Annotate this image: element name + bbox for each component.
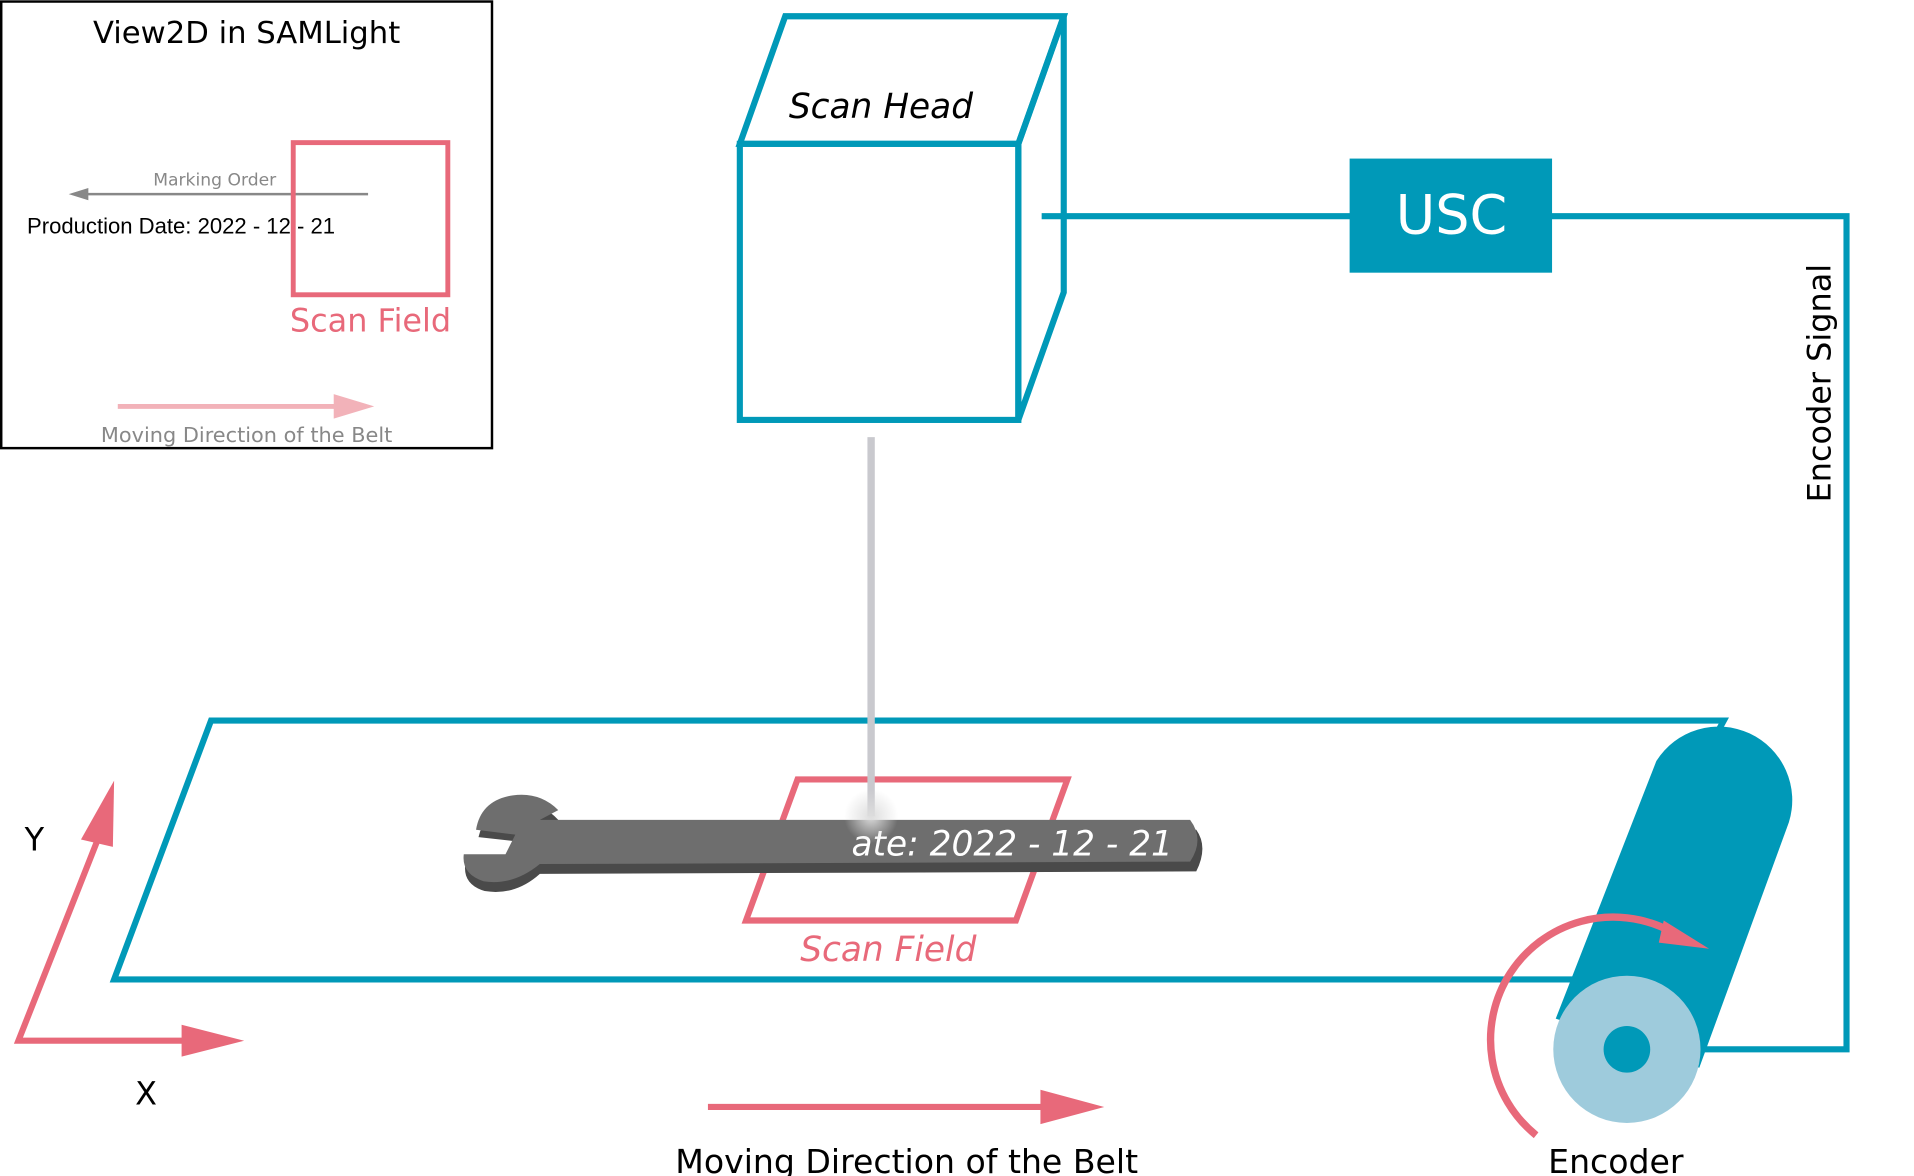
coordinate-axes: Y X xyxy=(13,780,245,1113)
wrench-workpiece: ate: 2022 - 12 - 21 xyxy=(463,794,1203,892)
encoder-hub xyxy=(1603,1026,1651,1073)
workpiece-marking-text: ate: 2022 - 12 - 21 xyxy=(852,824,1173,864)
usc-box: USC xyxy=(1349,158,1553,273)
laser-spot xyxy=(844,789,899,844)
x-axis-label: X xyxy=(135,1075,157,1113)
belt-direction-label: Moving Direction of the Belt xyxy=(675,1142,1138,1176)
encoder-signal-label: Encoder Signal xyxy=(1801,264,1839,502)
inset-direction-arrowhead xyxy=(333,394,375,419)
inset-scan-field-label: Scan Field xyxy=(290,302,451,340)
rotation-arrowhead xyxy=(1658,920,1710,949)
inset-title: View2D in SAMLight xyxy=(93,16,400,51)
scan-head-label: Scan Head xyxy=(789,87,973,127)
encoder-label: Encoder xyxy=(1548,1142,1684,1176)
inset-production-text: Production Date: 2022 - 12 - 21 xyxy=(27,213,335,238)
belt-direction-arrowhead xyxy=(1040,1089,1105,1125)
usc-label: USC xyxy=(1396,183,1507,246)
scan-field-label: Scan Field xyxy=(800,930,976,970)
inset-view2d: View2D in SAMLight Marking Order Product… xyxy=(0,0,494,450)
y-axis-label: Y xyxy=(24,821,45,859)
inset-scan-field xyxy=(290,140,451,298)
scan-field xyxy=(741,776,1072,924)
y-axis-arrowhead xyxy=(80,780,115,847)
scan-head: Scan Head xyxy=(735,13,1069,423)
inset-frame xyxy=(0,0,494,450)
encoder-roller xyxy=(1553,726,1793,1123)
x-axis-arrowhead xyxy=(181,1024,245,1057)
marking-order-label: Marking Order xyxy=(153,171,277,191)
rotation-arrow xyxy=(1486,913,1671,1139)
marking-order-arrowhead xyxy=(68,188,89,201)
inset-direction-label: Moving Direction of the Belt xyxy=(101,423,392,447)
